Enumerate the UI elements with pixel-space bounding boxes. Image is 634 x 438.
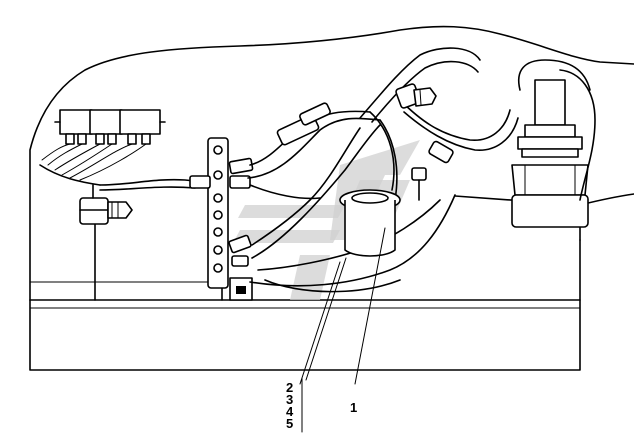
callout-1: 1 xyxy=(350,400,357,415)
callout-group-2-5: 2 3 4 5 xyxy=(286,377,303,433)
callout-5: 5 xyxy=(286,416,293,431)
multi-pin-connector-left xyxy=(39,109,206,191)
cable-clamp-upper xyxy=(395,83,437,109)
cable-clamp-left xyxy=(79,184,133,225)
leader-lines xyxy=(299,227,386,385)
wire-terminals xyxy=(189,157,254,267)
callout-4: 4 xyxy=(286,404,294,419)
fuel-sender-fitting xyxy=(339,140,454,257)
callout-3: 3 xyxy=(286,392,293,407)
terminal-strip xyxy=(207,137,253,301)
callout-2: 2 xyxy=(286,380,293,395)
float-sensor-unit xyxy=(511,59,596,228)
